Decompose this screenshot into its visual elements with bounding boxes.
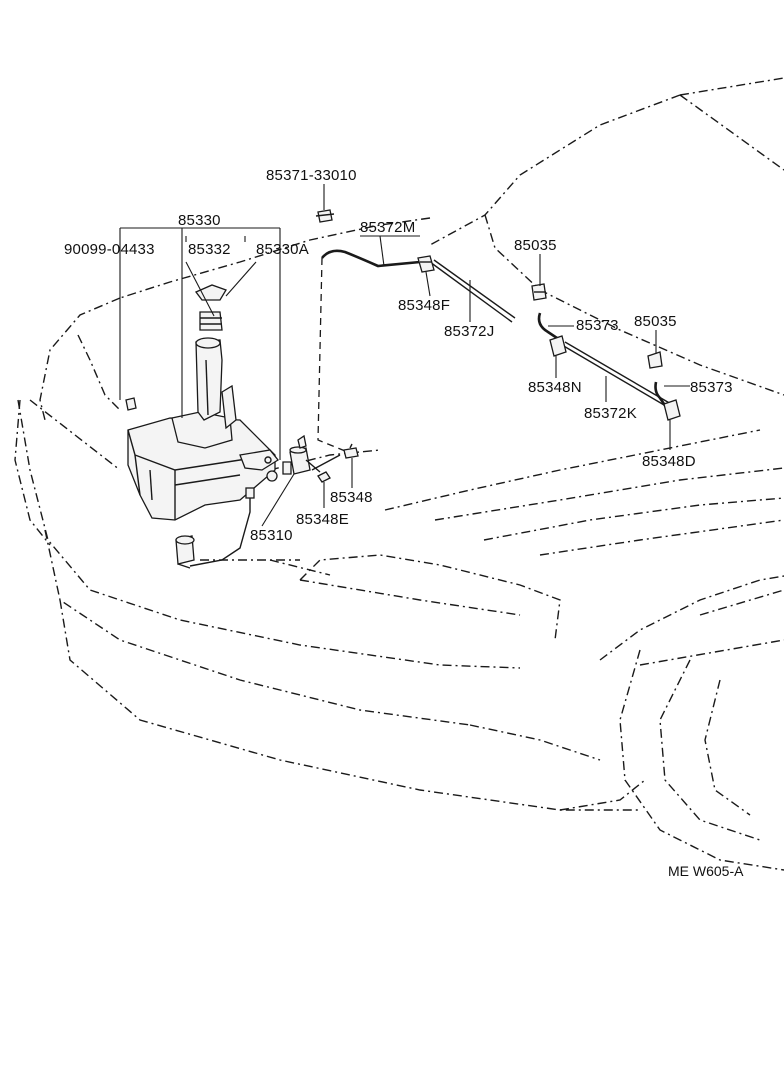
- label-85373-upper: 85373: [576, 317, 619, 334]
- label-85371-33010: 85371-33010: [266, 167, 357, 184]
- washer-tank: [125, 284, 279, 567]
- nozzle-85035-upper: [531, 283, 547, 301]
- label-85348f: 85348F: [398, 297, 450, 314]
- label-85372j: 85372J: [444, 323, 494, 340]
- joint-85348d: [663, 399, 681, 421]
- label-85332: 85332: [188, 241, 231, 258]
- car-body-outline: [14, 77, 784, 871]
- label-85372m: 85372M: [360, 219, 415, 236]
- label-85330a: 85330A: [256, 241, 309, 258]
- label-85348d: 85348D: [642, 453, 696, 470]
- clip-85371: [315, 209, 335, 223]
- label-85348: 85348: [330, 489, 373, 506]
- label-85310: 85310: [250, 527, 293, 544]
- label-85348e: 85348E: [296, 511, 349, 528]
- label-85348n: 85348N: [528, 379, 582, 396]
- label-85372k: 85372K: [584, 405, 637, 422]
- label-85330: 85330: [178, 212, 221, 229]
- label-85373-lower: 85373: [690, 379, 733, 396]
- joint-85348f: [417, 255, 435, 273]
- joint-85348n: [549, 335, 567, 357]
- label-90099-04433: 90099-04433: [64, 241, 155, 258]
- part-labels: 85371-33010 85330 90099-04433 85332 8533…: [64, 167, 733, 544]
- washer-pump-85310: [282, 434, 311, 475]
- connector-85348e: [317, 471, 331, 483]
- label-85035-upper: 85035: [514, 237, 557, 254]
- label-85035-lower: 85035: [634, 313, 677, 330]
- leader-lines: [119, 184, 690, 527]
- connector-85348: [343, 443, 359, 459]
- washer-pump-lower: [175, 535, 195, 569]
- washer-hoses: [305, 249, 679, 473]
- figure-reference: ME W605-A: [668, 863, 744, 879]
- nozzle-85035-lower: [647, 351, 663, 369]
